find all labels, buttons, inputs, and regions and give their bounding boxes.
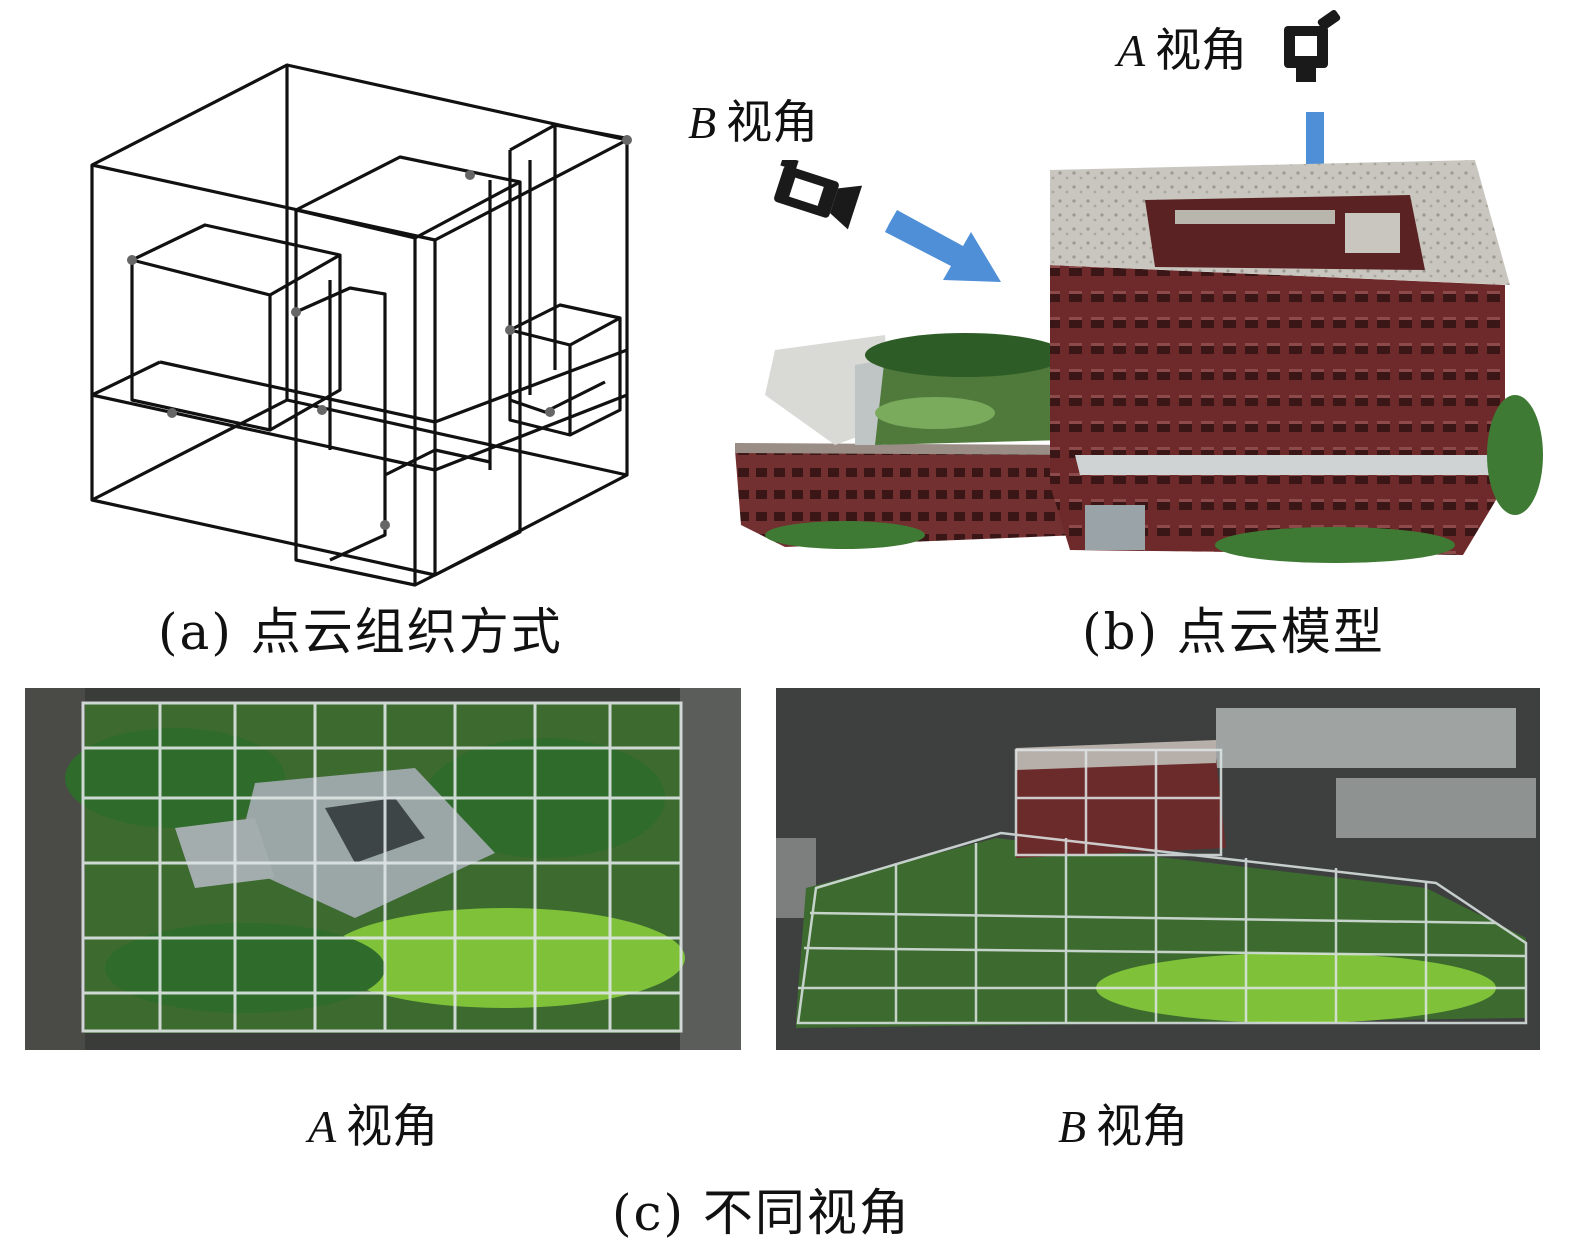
octree-wireframe-diagram: [90, 63, 632, 587]
view-a-caption-text: 视角: [346, 1099, 439, 1153]
view-b-caption-text: 视角: [1096, 1099, 1189, 1153]
view-b-caption-letter: B: [1058, 1101, 1087, 1152]
point-cloud-building: [735, 155, 1545, 565]
arrow-icon-b: [885, 210, 1005, 290]
view-b-text: 视角: [726, 95, 819, 149]
view-a-letter: A: [1117, 25, 1146, 76]
caption-a: (a) 点云组织方式: [158, 603, 563, 661]
view-b-image: [776, 688, 1540, 1050]
caption-c: (c) 不同视角: [612, 1184, 911, 1242]
view-b-letter: B: [688, 97, 717, 148]
panel-a-wireframe: [60, 50, 680, 590]
view-a-image: [25, 688, 741, 1050]
view-a-caption-letter: A: [308, 1101, 337, 1152]
camera-icon-b: [768, 160, 864, 236]
caption-b: (b) 点云模型: [1082, 603, 1385, 661]
camera-icon-a: [1278, 8, 1344, 88]
view-a-text: 视角: [1155, 23, 1248, 77]
